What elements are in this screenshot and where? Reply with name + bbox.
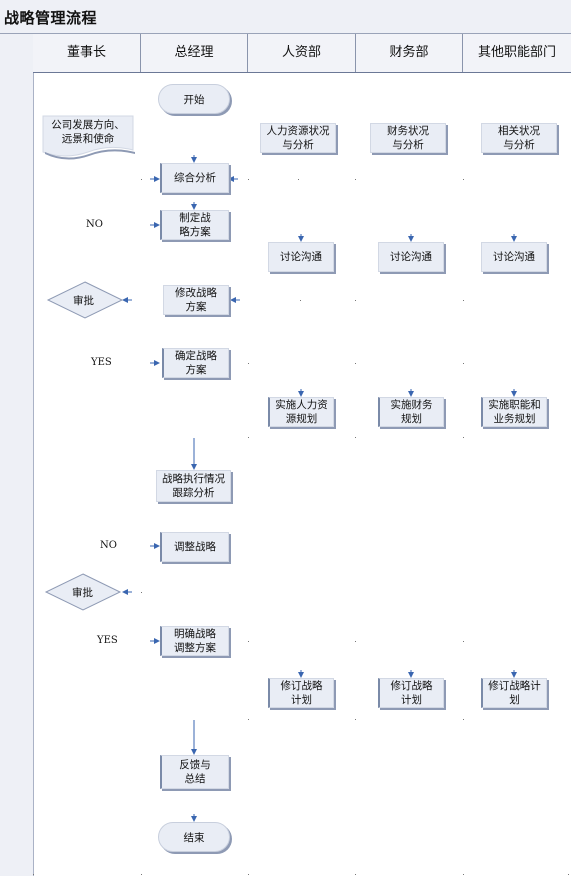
end-terminator: 结束: [158, 822, 230, 852]
other-discussion: 讨论沟通: [481, 242, 547, 272]
grid-dot: [355, 363, 356, 364]
grid-dot: [463, 363, 464, 364]
finance-revise-plan: 修订战略 计划: [378, 678, 444, 708]
label-yes-2: YES: [97, 635, 118, 646]
lane-header-row: 董事长 总经理 人资部 财务部 其他职能部门: [33, 34, 571, 73]
start-terminator: 开始: [158, 84, 230, 114]
grid-dot: [33, 874, 34, 875]
grid-dot: [141, 592, 142, 593]
grid-dot: [463, 179, 464, 180]
label-yes-1: YES: [91, 357, 112, 368]
grid-dot: [248, 719, 249, 720]
grid-dot: [463, 437, 464, 438]
grid-dot: [463, 641, 464, 642]
revise-strategy-plan: 修改战略 方案: [163, 285, 229, 315]
grid-dot: [141, 874, 142, 875]
lane-header-general-manager: 总经理: [141, 34, 248, 72]
hr-implement-plan: 实施人力资 源规划: [268, 397, 334, 427]
grid-dot: [355, 874, 356, 875]
grid-dot: [463, 719, 464, 720]
confirm-strategy-plan: 确定战略 方案: [162, 348, 229, 378]
comprehensive-analysis: 综合分析: [160, 163, 229, 193]
related-status-analysis: 相关状况 与分析: [481, 123, 557, 153]
approve-1-diamond: [46, 281, 124, 319]
grid-dot: [141, 179, 142, 180]
clarify-adjustment-plan: 明确战略 调整方案: [160, 626, 229, 656]
hr-status-analysis: 人力资源状况 与分析: [260, 123, 336, 153]
label-no-1: NO: [86, 219, 103, 230]
finance-status-analysis: 财务状况 与分析: [370, 123, 446, 153]
other-implement-plan: 实施职能和 业务规划: [481, 397, 547, 427]
grid-dot: [248, 437, 249, 438]
hr-revise-plan: 修订战略 计划: [268, 678, 334, 708]
grid-dot: [248, 874, 249, 875]
finance-discussion: 讨论沟通: [378, 242, 444, 272]
grid-dot: [463, 874, 464, 875]
strategy-execution-tracking: 战略执行情况 跟踪分析: [156, 470, 231, 502]
grid-dot: [355, 300, 356, 301]
finance-implement-plan: 实施财务 规划: [378, 397, 444, 427]
company-direction-document-shadow: [45, 149, 135, 160]
grid-dot: [355, 437, 356, 438]
adjust-strategy: 调整战略: [160, 532, 229, 562]
grid-dot: [248, 363, 249, 364]
grid-dot: [463, 300, 464, 301]
approve-2-diamond: [44, 573, 122, 611]
approve-2-label: 审批: [72, 587, 93, 599]
grid-dot: [355, 179, 356, 180]
approve-1-label: 审批: [73, 295, 94, 307]
other-revise-plan: 修订战略计 划: [481, 678, 547, 708]
lane-header-chairman: 董事长: [33, 34, 141, 72]
grid-dot: [300, 300, 301, 301]
hr-discussion: 讨论沟通: [268, 242, 334, 272]
grid-dot: [248, 641, 249, 642]
title-bar: 战略管理流程: [0, 0, 571, 34]
lane-header-hr: 人资部: [248, 34, 356, 72]
page-title: 战略管理流程: [4, 9, 98, 27]
lane-header-other-departments: 其他职能部门: [477, 45, 556, 60]
grid-dot: [248, 179, 249, 180]
draft-strategy-plan: 制定战 略方案: [160, 210, 229, 240]
grid-dot: [568, 874, 569, 875]
grid-dot: [355, 719, 356, 720]
label-no-2: NO: [100, 540, 117, 551]
left-rail: [0, 34, 34, 876]
company-direction-document: 公司发展方向、 远景和使命: [51, 119, 125, 145]
feedback-summary: 反馈与 总结: [160, 755, 229, 789]
grid-dot: [355, 641, 356, 642]
lane-header-finance: 财务部: [356, 34, 463, 72]
company-direction-document-shape: [42, 115, 134, 157]
grid-dot: [298, 179, 299, 180]
